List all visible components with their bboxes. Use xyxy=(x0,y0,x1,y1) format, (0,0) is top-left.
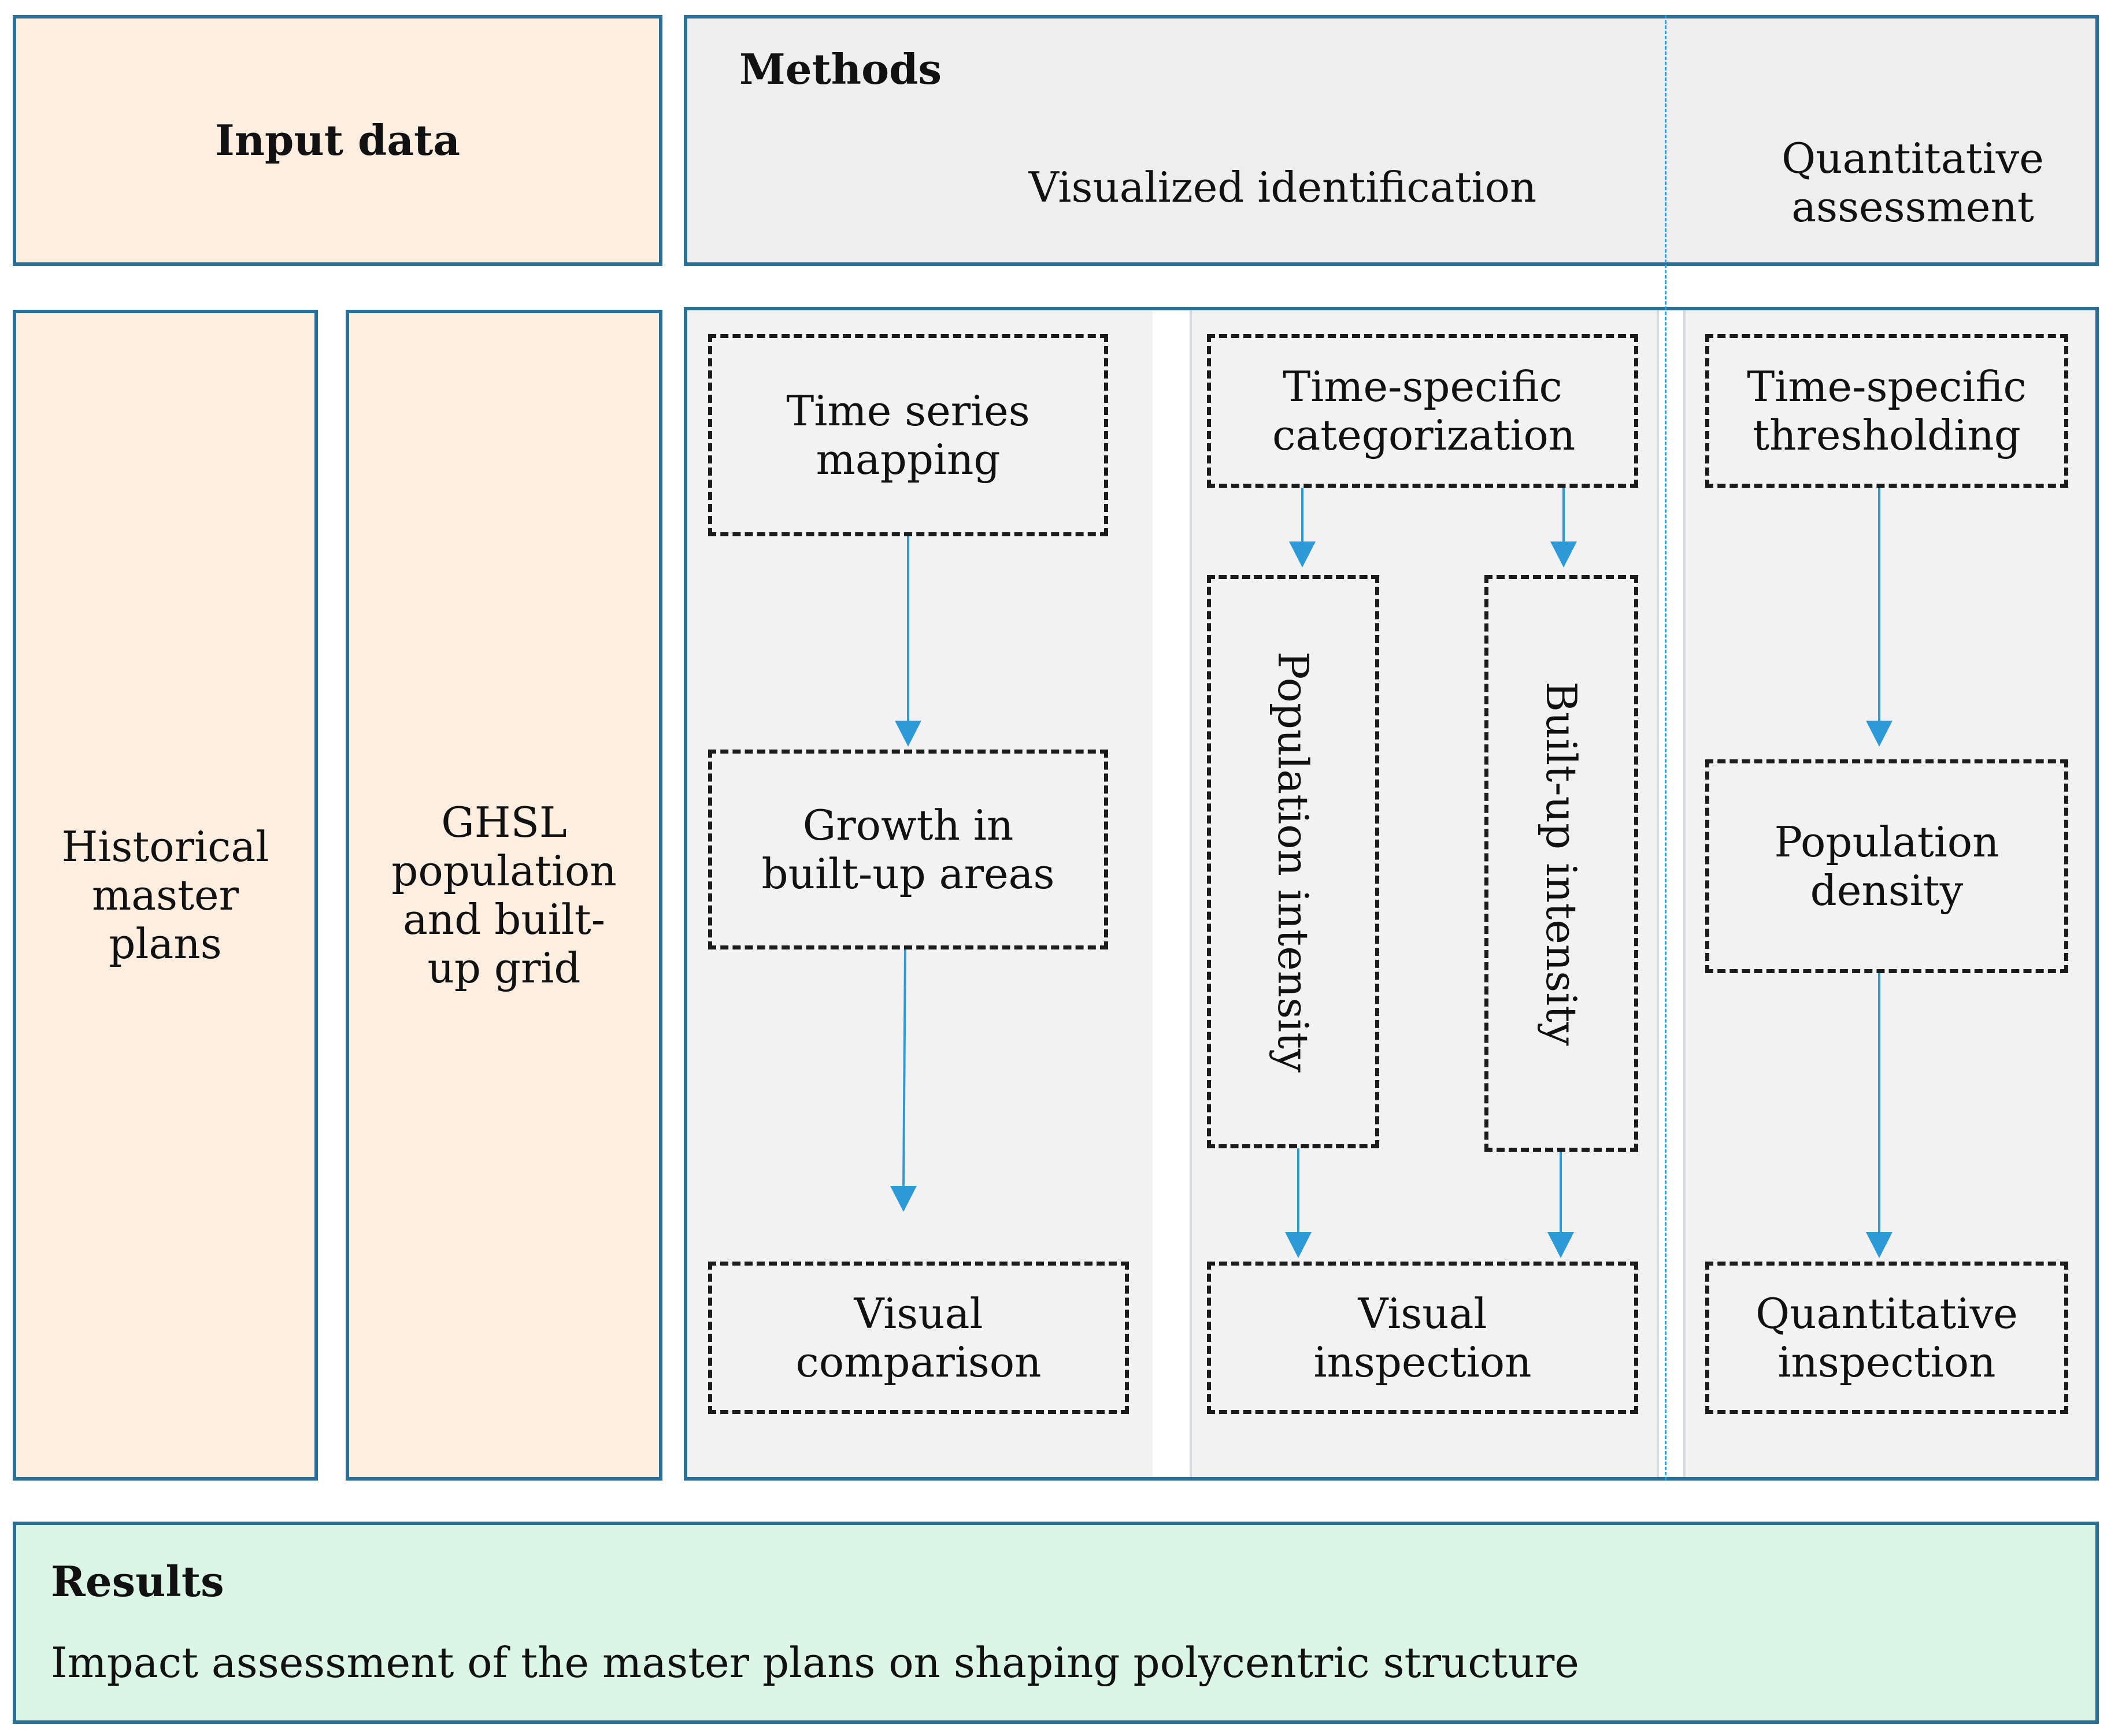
arrowhead-builtup-inspection xyxy=(1547,1232,1574,1258)
growth-builtup-label: Growth in built-up areas xyxy=(761,801,1055,898)
arrowhead-growth-comparison xyxy=(890,1186,917,1212)
builtup-intensity-box: Built-up intensity xyxy=(1484,575,1638,1152)
historical-master-plans-box: Historical master plans xyxy=(13,310,318,1481)
ghsl-grid-box: GHSL population and built-up grid xyxy=(346,310,662,1481)
population-density-label: Population density xyxy=(1774,818,1999,915)
time-specific-thresholding-box: Time-specific thresholding xyxy=(1705,334,2068,488)
column-divider xyxy=(1665,15,1666,1481)
results-box: Results Impact assessment of the master … xyxy=(13,1522,2099,1724)
visual-inspection-box: Visual inspection xyxy=(1207,1262,1638,1414)
visualized-identification-title: Visualized identification xyxy=(1028,163,1537,212)
time-series-mapping-label: Time series mapping xyxy=(786,387,1030,484)
arrowhead-cat-builtup xyxy=(1550,541,1577,567)
ghsl-grid-label: GHSL population and built-up grid xyxy=(391,798,617,992)
population-density-box: Population density xyxy=(1705,759,2068,973)
quantitative-panel xyxy=(1683,310,2095,1477)
arrowhead-threshold-density xyxy=(1866,721,1893,747)
time-series-mapping-box: Time series mapping xyxy=(708,334,1108,536)
visual-inspection-label: Visual inspection xyxy=(1313,1289,1532,1386)
time-specific-categorization-box: Time-specific categorization xyxy=(1207,334,1638,488)
builtup-intensity-label: Built-up intensity xyxy=(1537,681,1586,1046)
time-specific-categorization-label: Time-specific categorization xyxy=(1272,362,1576,459)
quantitative-inspection-label: Quantitative inspection xyxy=(1756,1289,2018,1386)
arrowhead-population-inspection xyxy=(1285,1232,1312,1258)
quantitative-assessment-title: Quantitative assessment xyxy=(1782,134,2044,231)
population-intensity-label: Population intensity xyxy=(1269,651,1317,1073)
visual-comparison-box: Visual comparison xyxy=(708,1262,1129,1414)
arrowhead-cat-population xyxy=(1289,541,1316,567)
categorization-panel xyxy=(1190,310,1659,1477)
arrowhead-timeseries-growth xyxy=(895,721,921,747)
time-specific-thresholding-label: Time-specific thresholding xyxy=(1747,362,2027,459)
population-intensity-box: Population intensity xyxy=(1207,575,1379,1148)
visual-comparison-label: Visual comparison xyxy=(795,1289,1042,1386)
input-data-title: Input data xyxy=(215,116,460,165)
historical-master-plans-label: Historical master plans xyxy=(61,822,269,968)
methods-title: Methods xyxy=(739,44,942,94)
results-text: Impact assessment of the master plans on… xyxy=(51,1638,1579,1687)
results-title: Results xyxy=(51,1557,224,1606)
arrow-growth-comparison xyxy=(902,949,906,1188)
arrowhead-density-inspection xyxy=(1866,1232,1893,1258)
visual-comparison-panel xyxy=(687,310,1153,1477)
methods-header: Methods Visualized identification Quanti… xyxy=(684,15,2099,266)
quantitative-inspection-box: Quantitative inspection xyxy=(1705,1262,2068,1414)
input-data-header: Input data xyxy=(13,15,662,266)
growth-builtup-box: Growth in built-up areas xyxy=(708,750,1108,949)
